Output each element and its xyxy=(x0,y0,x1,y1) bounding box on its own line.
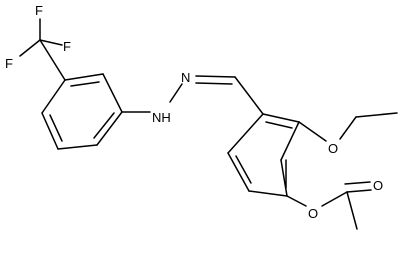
bond-ch2-ch3 xyxy=(355,112,398,118)
hydrazone-linker: NH N xyxy=(121,70,264,125)
ring2-bond-2 xyxy=(280,121,300,161)
ring2-bond-5 xyxy=(227,152,250,192)
bond-ring-o-ethoxy xyxy=(298,121,327,142)
bond-ch-ring xyxy=(234,76,264,115)
bond-o-ch2 xyxy=(339,116,357,140)
ring1-double-2 xyxy=(93,112,115,139)
ring1-bond-1 xyxy=(64,73,104,81)
bond-c-o-double-1 xyxy=(346,189,372,193)
atom-n1: N xyxy=(181,70,190,85)
bond-c-o-double-2 xyxy=(344,181,371,185)
benzene-ring xyxy=(227,113,300,197)
ring1-bond-6 xyxy=(41,79,66,114)
atom-o-carbonyl: O xyxy=(373,178,383,193)
bond-n-ch-1 xyxy=(195,75,236,78)
acetate-group: O O xyxy=(286,178,383,230)
atom-f2: F xyxy=(5,56,13,71)
bond-c-f2 xyxy=(19,39,41,57)
trifluoromethyl-group: F F F xyxy=(5,3,71,81)
ring1-bond-3 xyxy=(96,111,123,146)
bond-nh-n xyxy=(169,83,183,103)
bond-cf3-ring xyxy=(39,39,66,81)
ring2-double-1 xyxy=(265,121,293,129)
ring1-bond-2 xyxy=(102,73,123,113)
atom-o-ester: O xyxy=(308,206,318,221)
phenyl-ring xyxy=(41,73,123,150)
atom-o-ethoxy: O xyxy=(328,141,338,156)
ring2-bond-3 xyxy=(280,159,288,197)
ring1-double-3 xyxy=(49,114,63,142)
bond-c-ch3 xyxy=(346,191,358,230)
atom-f1: F xyxy=(35,3,43,18)
ring1-bond-4 xyxy=(57,144,98,150)
bond-c-f3 xyxy=(39,39,63,46)
ring2-bond-6 xyxy=(227,113,264,154)
atom-nh: NH xyxy=(152,110,171,125)
bond-n-ch-2 xyxy=(195,82,233,85)
ring1-bond-5 xyxy=(41,112,59,150)
bond-o-carbonyl-c xyxy=(321,191,348,207)
ring2-bond-1 xyxy=(262,113,300,123)
ethoxy-group: O xyxy=(298,112,398,156)
ring2-double-3 xyxy=(235,155,252,184)
atom-f3: F xyxy=(63,39,71,54)
ring2-bond-4 xyxy=(248,190,288,197)
ring1-double-1 xyxy=(70,81,100,87)
bond-ring-o-ester xyxy=(286,195,307,207)
